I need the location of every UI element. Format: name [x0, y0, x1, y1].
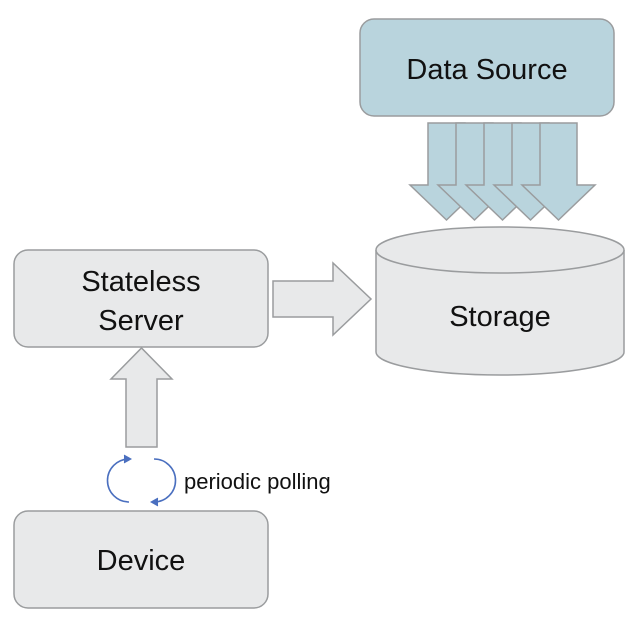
storage-cylinder-top [375, 226, 625, 274]
data-source-node: Data Source [359, 18, 615, 117]
polling-label: periodic polling [184, 469, 331, 494]
cycle-arc-left [106, 458, 130, 503]
data-source-box [359, 18, 615, 117]
device-box [13, 510, 269, 609]
device-label: Device [97, 545, 186, 577]
ingest-arrows [408, 122, 597, 222]
data-source-label: Data Source [406, 54, 567, 86]
server-box [13, 249, 269, 348]
polling-cycle-icon [106, 454, 177, 507]
cycle-arc-right [153, 458, 177, 503]
server-to-storage-arrow [272, 261, 373, 337]
storage-cylinder-body [375, 250, 625, 376]
device-to-server-arrow [109, 346, 174, 448]
server-node: Stateless Server [13, 249, 269, 348]
storage-label: Storage [449, 301, 551, 333]
cycle-arrowhead-bottom [149, 497, 159, 507]
server-label-line1: Stateless [81, 266, 200, 298]
ingest-arrow-5 [520, 122, 597, 222]
cycle-arrowhead-top [123, 454, 133, 464]
server-label-line2: Server [98, 305, 184, 337]
device-node: Device [13, 510, 269, 609]
storage-node: Storage [375, 226, 625, 376]
